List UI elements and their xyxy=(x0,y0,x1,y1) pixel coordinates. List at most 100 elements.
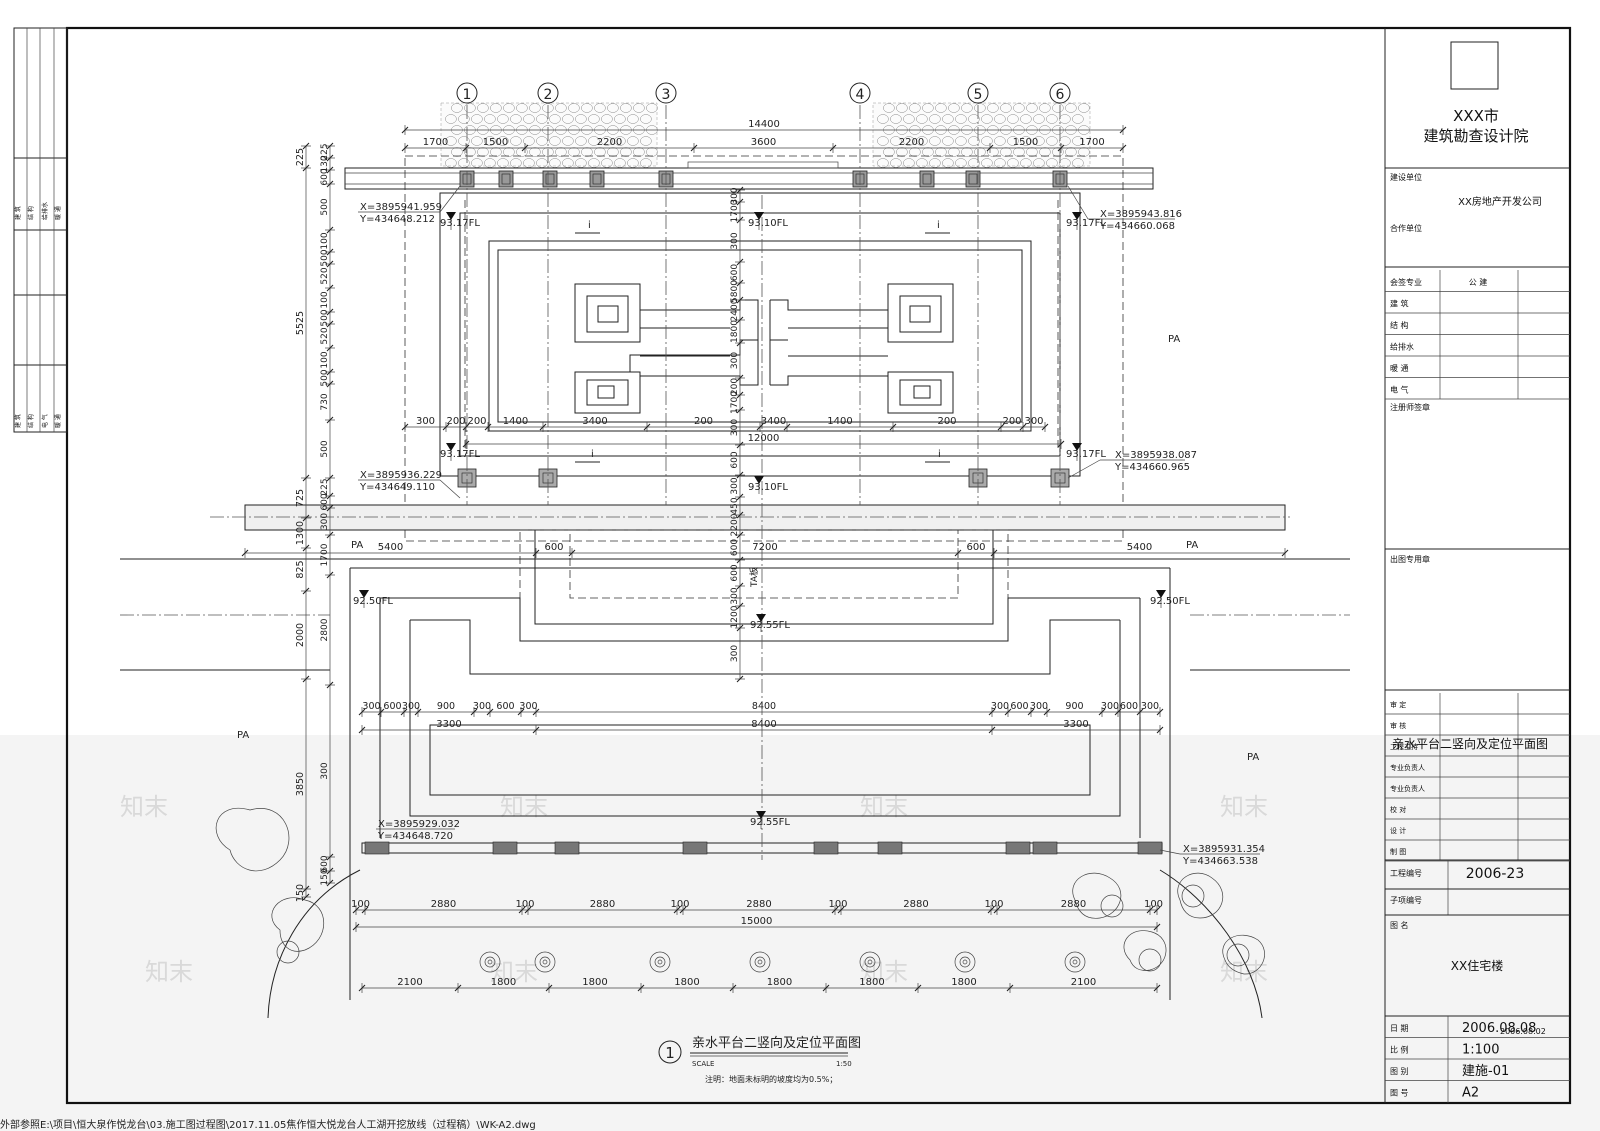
dimension-label: 520 xyxy=(320,267,330,284)
elevation-label: 92.55FL xyxy=(750,817,790,828)
svg-text:X=3895943.816: X=3895943.816 xyxy=(1100,209,1182,220)
role-label: 结 构 xyxy=(1390,320,1409,330)
elevation-label: 93.17FL xyxy=(1066,218,1106,229)
dimension-label: 1700 xyxy=(730,199,740,222)
svg-text:i: i xyxy=(938,449,941,460)
pa-label: PA xyxy=(1186,540,1198,551)
dimension-label: 1800 xyxy=(674,977,699,988)
watermark-band xyxy=(0,735,1600,1131)
strip-label: 暖 通 xyxy=(54,206,62,220)
dimension-label: 725 xyxy=(295,489,306,507)
sheet-frame xyxy=(65,26,1572,1105)
stamp-label: 出图专用章 xyxy=(1390,554,1430,564)
drawing-name: XX住宅楼 xyxy=(1451,958,1503,973)
dimension-label: 300 xyxy=(473,701,491,712)
dimension-label: 150 xyxy=(320,868,330,885)
strip-label: 暖 通 xyxy=(54,414,62,428)
dimension-label: 300 xyxy=(1030,701,1048,712)
institute-name: 建筑勘查设计院 xyxy=(1423,127,1528,145)
dimension-label: 2880 xyxy=(903,899,928,910)
dimension-label: 600 xyxy=(730,564,740,581)
pa-label: PA xyxy=(1168,334,1180,345)
dimension-label: 600 xyxy=(730,539,740,556)
watermark: 知末 xyxy=(490,958,538,986)
dimension-label: 12000 xyxy=(748,433,780,444)
dimension-label: 8400 xyxy=(752,701,776,712)
dimension-label: 600 xyxy=(1120,701,1138,712)
dimension-label: 5800 xyxy=(730,280,740,303)
svg-text:Y=434660.965: Y=434660.965 xyxy=(1114,462,1190,473)
dimension-label: 100 xyxy=(320,291,330,308)
dimension-label: 1800 xyxy=(491,977,516,988)
dimension-label: 1700 xyxy=(730,391,740,414)
registration-label: 注册师签章 xyxy=(1390,402,1430,412)
elevation-label: 93.10FL xyxy=(748,482,788,493)
date-stamp: 2006.08.02 xyxy=(1500,1027,1546,1036)
strip-label: 电 气 xyxy=(41,414,49,428)
coordinate-label: X=3895938.087 Y=434660.965 xyxy=(1067,450,1197,479)
dimension-label: 825 xyxy=(295,560,306,578)
dimension-label: 225 xyxy=(320,478,330,495)
dimension-label: 300 xyxy=(320,762,330,779)
strip-label: 结 构 xyxy=(27,206,35,220)
drawing-title: 1 亲水平台二竖向及定位平面图 SCALE 1:50 注明：地面未标明的坡度均为… xyxy=(658,1035,861,1084)
dimension-label: 300 xyxy=(730,587,740,604)
svg-text:Y=434649.110: Y=434649.110 xyxy=(359,482,435,493)
dimension-label: 1800 xyxy=(730,320,740,343)
svg-text:i: i xyxy=(937,220,940,231)
dimension-label: 600 xyxy=(320,855,330,872)
dimension-label: 300 xyxy=(402,701,420,712)
dimension-label: 100 xyxy=(1144,899,1163,910)
strip-label: 给排水 xyxy=(41,202,49,220)
cooperator-label: 合作单位 xyxy=(1390,223,1422,233)
role-label: 暖 通 xyxy=(1390,363,1409,373)
section-mark: i i i i xyxy=(575,220,950,463)
dimension-label: 300 xyxy=(1141,701,1159,712)
dimension-label: 1500 xyxy=(1013,137,1038,148)
grid-axis-bubble xyxy=(655,82,677,104)
dimension-label: 2880 xyxy=(590,899,615,910)
dimension-label: 200 xyxy=(694,416,713,427)
client-label: 建设单位 xyxy=(1390,172,1422,182)
dimension-label: 600 xyxy=(544,542,563,553)
dimension-label: 1800 xyxy=(767,977,792,988)
role-label: 给排水 xyxy=(1390,342,1414,352)
left-margin-strip: 建 筑结 构给排水暖 通 建 筑结 构电 气暖 通 xyxy=(13,27,68,433)
dimension-label: 300 xyxy=(730,352,740,369)
svg-text:X=3895936.229: X=3895936.229 xyxy=(360,470,442,481)
role-label: 工程主持 xyxy=(1390,742,1418,751)
title-block-label: 比 例 xyxy=(1390,1045,1409,1055)
role-label: 审 核 xyxy=(1390,721,1406,730)
watermark: 知末 xyxy=(1220,793,1268,821)
role-label: 审 定 xyxy=(1390,700,1406,709)
dimension-label: 1800 xyxy=(582,977,607,988)
role-label: 专业负责人 xyxy=(1390,763,1425,772)
title-number-circle xyxy=(658,1040,682,1064)
title-block-label: 日 期 xyxy=(1390,1024,1409,1033)
elevation-label: 93.17FL xyxy=(1066,449,1106,460)
dimension-label: 600 xyxy=(496,701,514,712)
dimension-label: 500 xyxy=(320,440,330,457)
scale-value: 1:50 xyxy=(836,1060,852,1068)
dimension-label: 500 xyxy=(320,249,330,266)
dimension-label: 200 xyxy=(467,416,486,427)
dimension-label: 100 xyxy=(320,351,330,368)
dimension-label: 3300 xyxy=(436,719,461,730)
scale-label: SCALE xyxy=(692,1060,714,1068)
dimension-label: 600 xyxy=(320,168,330,185)
role-label: 校 对 xyxy=(1390,805,1406,814)
svg-text:Y=434663.538: Y=434663.538 xyxy=(1182,856,1258,867)
svg-text:X=3895929.032: X=3895929.032 xyxy=(378,819,460,830)
column-posts-middle xyxy=(457,468,1070,488)
svg-text:i: i xyxy=(591,449,594,460)
pa-label: PA xyxy=(1247,752,1259,763)
elevation-label: 93.17FL xyxy=(440,449,480,460)
coordinate-label: X=3895943.816 Y=434660.068 xyxy=(1067,185,1182,232)
dimension-label: 300 xyxy=(730,645,740,662)
dimension-label: 100 xyxy=(670,899,689,910)
watermark: 知末 xyxy=(1220,958,1268,986)
dimension-label: 2800 xyxy=(320,618,330,641)
role-label: 制 图 xyxy=(1390,847,1406,856)
